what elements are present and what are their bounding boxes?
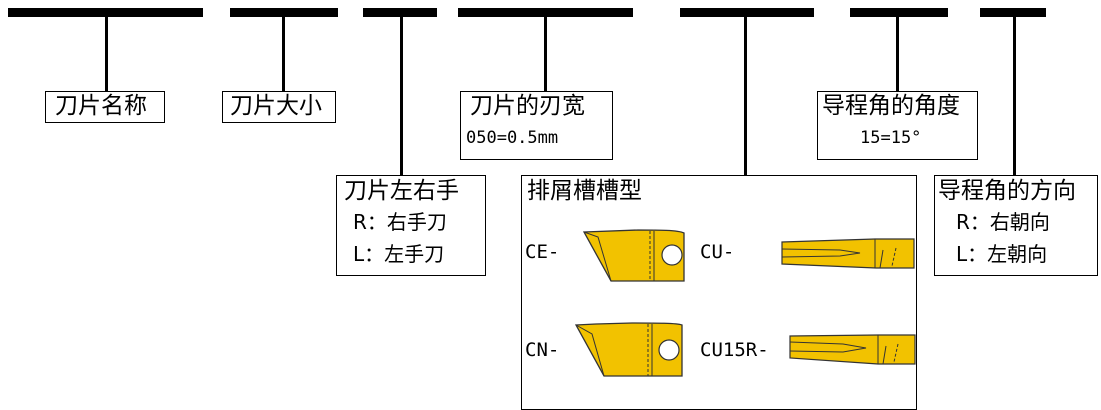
connector-line-7 bbox=[1013, 16, 1016, 176]
insert-ce-icon bbox=[582, 229, 685, 282]
blade-hand-right: R：右手刀 bbox=[353, 210, 447, 234]
chip-type-code-cu: CU- bbox=[700, 241, 735, 263]
blade-hand-box bbox=[336, 175, 486, 276]
chip-type-code-ce: CE- bbox=[525, 241, 560, 263]
connector-line-6 bbox=[896, 16, 899, 92]
chip-groove-title: 排屑槽槽型 bbox=[527, 178, 642, 204]
code-segment-bar-2 bbox=[230, 8, 338, 17]
code-segment-bar-7 bbox=[980, 8, 1046, 17]
code-segment-bar-5 bbox=[680, 8, 814, 17]
insert-cu-icon bbox=[781, 238, 915, 269]
insert-cn-icon bbox=[574, 322, 683, 377]
lead-direction-left: L：左朝向 bbox=[956, 242, 1048, 266]
connector-line-1 bbox=[105, 16, 108, 92]
code-segment-bar-4 bbox=[458, 8, 633, 17]
blade-width-title: 刀片的刃宽 bbox=[470, 93, 585, 119]
blade-width-example: 050=0.5mm bbox=[466, 128, 559, 148]
blade-size-label: 刀片大小 bbox=[230, 93, 322, 119]
blade-size-box bbox=[222, 91, 336, 123]
chip-type-code-cu15r: CU15R- bbox=[700, 339, 769, 361]
blade-name-box bbox=[45, 91, 165, 123]
code-segment-bar-6 bbox=[850, 8, 948, 17]
code-segment-bar-3 bbox=[363, 8, 437, 17]
lead-angle-box bbox=[817, 91, 978, 160]
lead-direction-box bbox=[934, 175, 1098, 276]
blade-hand-left: L：左手刀 bbox=[353, 242, 445, 266]
lead-angle-title: 导程角的角度 bbox=[822, 93, 960, 119]
connector-line-5 bbox=[744, 16, 747, 176]
blade-width-box bbox=[460, 91, 613, 160]
connector-line-2 bbox=[282, 16, 285, 92]
code-segment-bar-1 bbox=[8, 8, 203, 17]
blade-hand-title: 刀片左右手 bbox=[344, 178, 459, 204]
insert-cu15r-icon bbox=[789, 334, 916, 365]
lead-angle-example: 15=15° bbox=[860, 128, 922, 148]
blade-name-label: 刀片名称 bbox=[55, 93, 147, 119]
connector-line-3 bbox=[400, 16, 403, 176]
chip-type-code-cn: CN- bbox=[525, 339, 560, 361]
connector-line-4 bbox=[544, 16, 547, 92]
lead-direction-right: R：右朝向 bbox=[956, 210, 1050, 234]
lead-direction-title: 导程角的方向 bbox=[938, 178, 1076, 204]
chip-groove-box bbox=[521, 175, 917, 410]
